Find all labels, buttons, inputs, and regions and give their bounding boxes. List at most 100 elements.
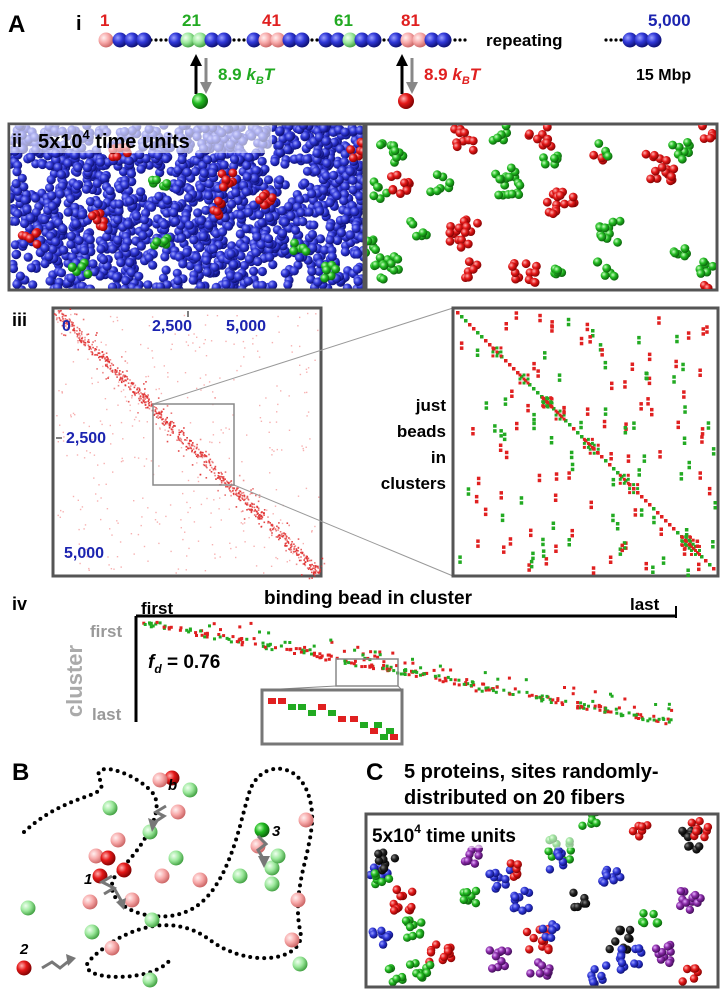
zoom-caption-line: clusters	[381, 474, 446, 493]
green-binding	[190, 54, 212, 109]
chain-bead	[412, 32, 428, 48]
chain-bead	[646, 32, 662, 48]
chain-bead	[436, 32, 452, 48]
fiber-bead	[232, 868, 248, 884]
fiber-bead	[152, 772, 168, 788]
chain-bead	[136, 32, 152, 48]
chain-bead	[388, 32, 404, 48]
left-tick: 2,500	[66, 430, 106, 447]
chain-bead	[330, 32, 346, 48]
fiber-bead	[250, 838, 266, 854]
chain-bead	[124, 32, 140, 48]
panel-c-time: 5x104 time units	[372, 822, 516, 847]
iv-y-last: last	[92, 705, 122, 724]
panel-label-iii: iii	[12, 310, 27, 330]
fiber-bead	[102, 800, 118, 816]
panel-label-c: C	[366, 759, 383, 786]
snapshot-time: 5x104 time units	[38, 127, 190, 153]
snapshot-frame-proteins	[364, 122, 719, 292]
fiber-bead	[264, 860, 280, 876]
fiber-bead	[82, 894, 98, 910]
top-tick: 2,500	[152, 318, 192, 335]
panel-label-i: i	[76, 13, 82, 35]
zoom-caption-line: in	[431, 448, 446, 467]
panel-label-ii: ii	[12, 131, 22, 151]
green-energy: 8.9 kBT	[218, 65, 276, 87]
chain-bead	[204, 32, 220, 48]
fiber-bead	[182, 782, 198, 798]
iv-x-first: first	[141, 599, 173, 618]
fiber-bead	[110, 832, 126, 848]
bead-number: 81	[401, 11, 420, 30]
fiber-bead	[168, 850, 184, 866]
fiber-bead	[298, 812, 314, 828]
chain-bead	[270, 32, 286, 48]
panel-label-a: A	[8, 11, 25, 38]
iv-y-label: cluster	[62, 644, 87, 717]
iv-zoom-plot	[268, 698, 398, 740]
fiber-bead	[264, 876, 280, 892]
fiber-bead	[164, 770, 180, 786]
panel-c-title-2: distributed on 20 fibers	[404, 787, 625, 809]
panel-label-iv: iv	[12, 594, 27, 614]
top-tick: 0	[62, 318, 71, 335]
fiber-bead	[116, 862, 132, 878]
bead-number: 21	[182, 11, 201, 30]
panel-c-title-1: 5 proteins, sites randomly-	[404, 761, 659, 783]
chain-bead	[282, 32, 298, 48]
chain-bead	[622, 32, 638, 48]
contact-map	[53, 308, 326, 580]
fiber-bead	[284, 932, 300, 948]
iv-zoom-region	[335, 658, 399, 687]
chain-bead	[366, 32, 382, 48]
panel-c-snapshot	[367, 815, 713, 986]
chain-bead	[294, 32, 310, 48]
bead-number: 61	[334, 11, 353, 30]
top-tick: 5,000	[226, 318, 266, 335]
iv-y-first: first	[90, 622, 122, 641]
fiber-bead	[20, 900, 36, 916]
fiber-bead	[170, 804, 186, 820]
zoom-caption-line: beads	[397, 422, 446, 441]
chain-bead	[634, 32, 650, 48]
fiber-bead	[84, 924, 100, 940]
fiber-arrows	[41, 804, 270, 970]
chain-bead	[98, 32, 114, 48]
fiber-label-1: 1	[84, 871, 92, 888]
zoom-caption: just beads in clusters	[381, 394, 450, 494]
red-binding	[396, 54, 418, 109]
fiber-bead	[154, 868, 170, 884]
chain-bead	[192, 32, 208, 48]
fiber-bead	[270, 848, 286, 864]
fiber-bead	[100, 850, 116, 866]
chain-bead	[342, 32, 358, 48]
zoom-map	[456, 311, 717, 577]
last-bead-number: 5,000	[648, 11, 691, 30]
fiber-bead	[144, 912, 160, 928]
chain-bead	[258, 32, 274, 48]
chain-bead	[180, 32, 196, 48]
fiber-bead	[254, 822, 270, 838]
chain-bead	[112, 32, 128, 48]
fiber-bead	[124, 892, 140, 908]
contact-map-top-ticks: 0 2,500 5,000	[62, 311, 266, 335]
fd-value: fd = 0.76	[148, 652, 220, 676]
fiber-bead	[88, 848, 104, 864]
chain-bead	[354, 32, 370, 48]
iv-x-last: last	[630, 595, 660, 614]
zoom-caption-line: just	[415, 396, 447, 415]
bead-number: 41	[262, 11, 281, 30]
fiber-label-3: 3	[272, 823, 281, 840]
repeating-label: repeating	[486, 31, 563, 50]
chain-bead	[168, 32, 184, 48]
fiber-diagram	[16, 766, 315, 988]
chain-bead	[400, 32, 416, 48]
fiber-bead	[290, 892, 306, 908]
bead-chain	[98, 32, 662, 48]
fiber-label-2: 2	[19, 941, 29, 958]
fiber-bead	[192, 872, 208, 888]
panel-label-b: B	[12, 759, 29, 786]
cluster-order-plot	[142, 620, 674, 726]
fiber-bead	[142, 824, 158, 840]
